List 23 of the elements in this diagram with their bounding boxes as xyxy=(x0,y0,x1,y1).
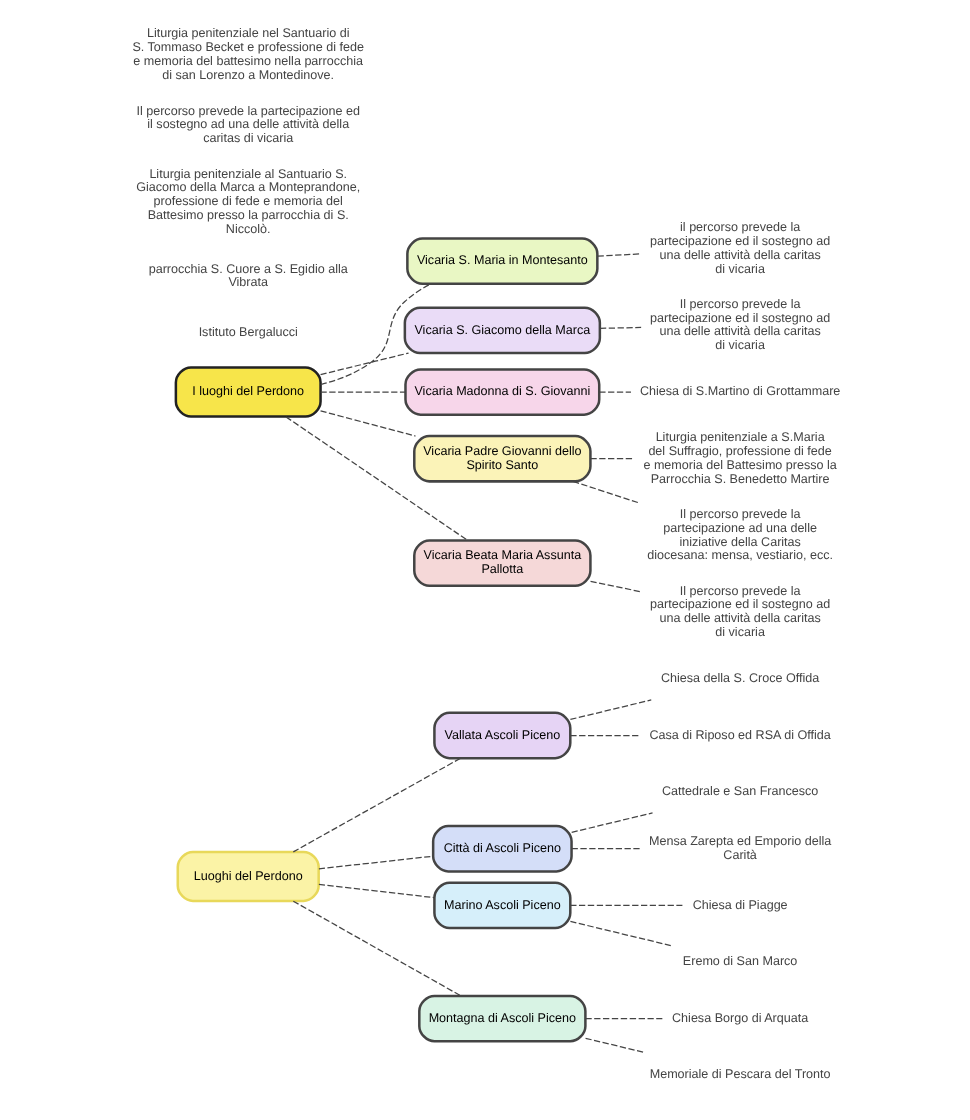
connector xyxy=(291,757,460,853)
connector xyxy=(597,391,631,393)
connector xyxy=(571,480,639,504)
connector xyxy=(570,812,653,833)
connector xyxy=(583,1017,663,1020)
connector xyxy=(319,283,430,386)
connector xyxy=(568,734,640,737)
connector xyxy=(583,1037,645,1054)
connector xyxy=(588,458,634,460)
connector xyxy=(570,848,640,850)
connector xyxy=(318,391,405,393)
connector xyxy=(318,410,416,437)
connector xyxy=(568,920,673,947)
connector xyxy=(568,699,651,721)
connector xyxy=(291,900,461,997)
connector xyxy=(598,326,641,329)
connector xyxy=(588,580,641,593)
connector xyxy=(596,253,641,257)
connector xyxy=(318,352,409,376)
connector xyxy=(317,883,434,899)
connector xyxy=(284,416,468,542)
connector xyxy=(568,904,683,906)
connector xyxy=(317,855,433,870)
